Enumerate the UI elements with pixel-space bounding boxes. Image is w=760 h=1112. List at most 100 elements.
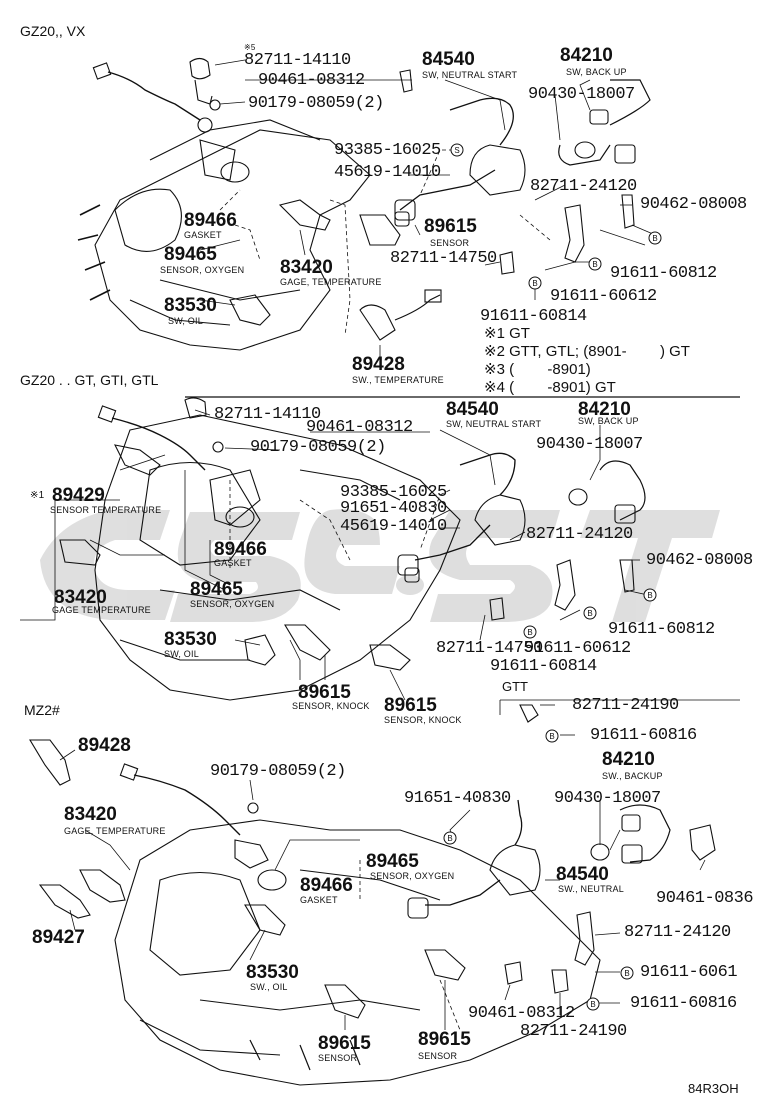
part-91611-60612: 91611-60612 [550, 287, 657, 306]
svg-text:B: B [592, 260, 597, 269]
caption-sw-back-up: SW, BACK UP [566, 67, 627, 77]
part-91611-60812: 91611-60812 [608, 620, 715, 639]
s3-knock-sensors [324, 949, 466, 1019]
caption-sensor-oxygen: SENSOR, OXYGEN [190, 599, 275, 609]
s2-backup-switch [568, 460, 646, 524]
s2-leader-lines [20, 409, 740, 736]
part-90461-08312: 90461-08312 [306, 418, 413, 437]
part-91611-60814: 91611-60814 [480, 307, 587, 326]
section-title-gz20-gt: GZ20 . . GT, GTI, GTL [20, 372, 159, 388]
svg-text:B: B [652, 234, 657, 243]
caption-sw-neutral-start: SW, NEUTRAL START [446, 419, 542, 429]
caption-gasket: GASKET [300, 895, 338, 905]
part-90462-08008: 90462-08008 [640, 195, 747, 214]
caption-sw-neutral: SW., NEUTRAL [558, 884, 624, 894]
s3-backup-switch [590, 804, 716, 864]
caption-sensor-a: SENSOR [318, 1053, 358, 1063]
note-mark: ※1 [484, 325, 505, 342]
note-3: ※3 ( -8901) [484, 362, 591, 377]
part-90179-08059: 90179-08059(2) [248, 94, 384, 113]
caption-sensor-temperature: SENSOR TEMPERATURE [50, 505, 162, 515]
s2-knock-sensors [244, 624, 411, 671]
bolt-markers: BBB SBB BBB BB [443, 143, 662, 1011]
caption-gasket: GASKET [214, 558, 252, 568]
part-89615: 89615 [424, 216, 477, 237]
part-83530: 83530 [164, 629, 217, 650]
note-4: ※4 ( -8901) GT [484, 380, 616, 395]
part-89615-a: 89615 [318, 1033, 371, 1054]
s2-oxygen-sensor [97, 397, 224, 471]
caption-sensor-oxygen: SENSOR, OXYGEN [160, 265, 245, 275]
part-83530: 83530 [246, 962, 299, 983]
part-90461-08312: 90461-08312 [468, 1004, 575, 1023]
part-91611-60816: 91611-60816 [630, 994, 737, 1013]
s3-oxygen-sensor [119, 763, 287, 891]
note-1: ※1 GT [484, 326, 530, 341]
part-89466: 89466 [300, 875, 353, 896]
part-83530: 83530 [164, 295, 217, 316]
part-89465: 89465 [190, 579, 243, 600]
label-gtt: GTT [502, 679, 528, 694]
part-90462-08008: 90462-08008 [646, 551, 753, 570]
note-mark: ※4 [484, 379, 505, 396]
part-89466: 89466 [214, 539, 267, 560]
part-89465: 89465 [366, 851, 419, 872]
caption-sw-neutral-start: SW, NEUTRAL START [422, 70, 518, 80]
part-90430-18007: 90430-18007 [536, 435, 643, 454]
part-83420: 83420 [54, 587, 107, 608]
s1-neutral-switch [394, 97, 526, 227]
part-45619-14010: 45619-14010 [340, 517, 447, 536]
diagram-code: 84R3OH [688, 1081, 739, 1096]
note-mark: ※2 [484, 343, 505, 360]
part-84210: 84210 [578, 399, 631, 420]
part-91651-40830: 91651-40830 [404, 789, 511, 808]
part-91611-60812: 91611-60812 [610, 264, 717, 283]
svg-text:B: B [549, 732, 554, 741]
part-84210: 84210 [560, 45, 613, 66]
svg-text:S: S [454, 146, 459, 155]
caption-gage-temperature: GAGE TEMPERATURE [52, 605, 151, 615]
svg-text:B: B [590, 1000, 595, 1009]
s3-leader-lines [59, 749, 706, 1031]
note-mark-1: ※1 [30, 490, 45, 501]
caption-sensor-knock-a: SENSOR, KNOCK [292, 701, 370, 711]
s1-backup-switch [558, 79, 651, 166]
part-84210: 84210 [602, 749, 655, 770]
part-83420: 83420 [64, 804, 117, 825]
svg-text:B: B [587, 609, 592, 618]
note-text: GT [509, 325, 530, 342]
note-text: ( -8901) GT [509, 379, 616, 396]
part-83420: 83420 [280, 257, 333, 278]
caption-sensor-oxygen: SENSOR, OXYGEN [370, 871, 455, 881]
caption-sw-temperature: SW., TEMPERATURE [352, 375, 444, 385]
part-89428: 89428 [78, 735, 131, 756]
part-90430-18007: 90430-18007 [554, 789, 661, 808]
part-89428: 89428 [352, 354, 405, 375]
s2-neutral-switch [397, 452, 526, 583]
part-82711-24120: 82711-24120 [526, 525, 633, 544]
part-84540: 84540 [422, 49, 475, 70]
part-82711-14750: 82711-14750 [390, 249, 497, 268]
part-89615-a: 89615 [298, 682, 351, 703]
caption-gage-temperature: GAGE, TEMPERATURE [280, 277, 382, 287]
part-89429: 89429 [52, 485, 105, 506]
part-90461-0836: 90461-0836 [656, 889, 754, 908]
caption-sw-back-up: SW, BACK UP [578, 416, 639, 426]
caption-gage-temperature: GAGE, TEMPERATURE [64, 826, 166, 836]
part-89427: 89427 [32, 927, 85, 948]
s2-temp-sensors [59, 444, 161, 566]
s1-leader-lines [199, 59, 661, 360]
part-84540: 84540 [556, 864, 609, 885]
part-82711-24190: 82711-24190 [572, 696, 679, 715]
s2-engine-block [94, 414, 461, 701]
svg-text:B: B [532, 279, 537, 288]
part-90179-08059: 90179-08059(2) [250, 438, 386, 457]
caption-sw-oil: SW, OIL [164, 649, 199, 659]
caption-sw-oil: SW., OIL [250, 982, 288, 992]
caption-gasket: GASKET [184, 230, 222, 240]
caption-sensor-knock-b: SENSOR, KNOCK [384, 715, 462, 725]
section-title-gz20-vx: GZ20,, VX [20, 23, 86, 39]
part-91611-60612: 91611-60612 [524, 639, 631, 658]
